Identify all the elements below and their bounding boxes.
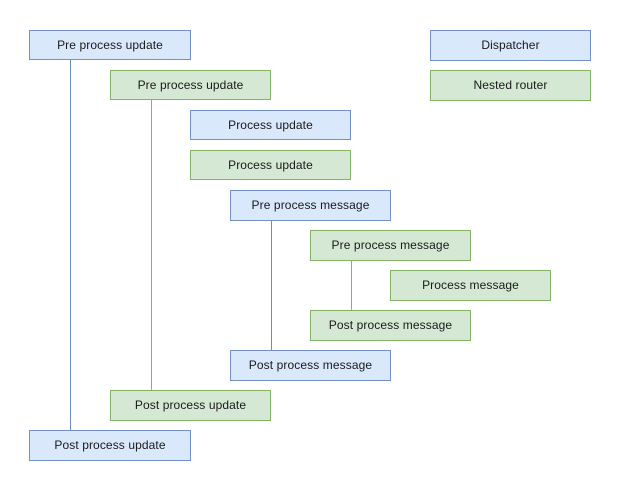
flow-node-label: Post process update bbox=[134, 398, 247, 413]
connector-line bbox=[70, 60, 71, 430]
flow-node-label: Pre process message bbox=[251, 198, 370, 213]
flow-node-label: Post process message bbox=[328, 318, 453, 333]
flow-node-label: Pre process message bbox=[331, 238, 450, 253]
flow-node-label: Process update bbox=[228, 117, 313, 132]
connector-line bbox=[351, 261, 352, 310]
connector-line bbox=[271, 221, 272, 350]
flow-node[interactable]: Process message bbox=[390, 270, 551, 301]
flow-node-label: Process message bbox=[422, 278, 519, 293]
flow-node[interactable]: Post process update bbox=[110, 390, 271, 421]
legend-item-nested: Nested router bbox=[430, 70, 591, 101]
flow-node[interactable]: Post process message bbox=[230, 350, 391, 381]
flow-node[interactable]: Post process update bbox=[29, 430, 191, 461]
flow-node[interactable]: Pre process message bbox=[310, 230, 471, 261]
flow-node[interactable]: Pre process update bbox=[29, 30, 191, 60]
legend-item-label: Nested router bbox=[473, 78, 548, 93]
flow-node[interactable]: Process update bbox=[190, 110, 351, 140]
flow-node[interactable]: Pre process update bbox=[110, 70, 271, 100]
legend-item-label: Dispatcher bbox=[481, 38, 540, 53]
flow-node-label: Pre process update bbox=[137, 77, 244, 92]
connector-line bbox=[151, 100, 152, 390]
flow-node-label: Pre process update bbox=[57, 37, 163, 52]
flow-node[interactable]: Process update bbox=[190, 150, 351, 180]
flow-node-label: Post process message bbox=[248, 358, 373, 373]
flow-node-label: Post process update bbox=[54, 438, 166, 453]
flow-node[interactable]: Post process message bbox=[310, 310, 471, 341]
flow-node[interactable]: Pre process message bbox=[230, 190, 391, 221]
legend-item-dispatcher: Dispatcher bbox=[430, 30, 591, 61]
flow-node-label: Process update bbox=[228, 157, 313, 172]
